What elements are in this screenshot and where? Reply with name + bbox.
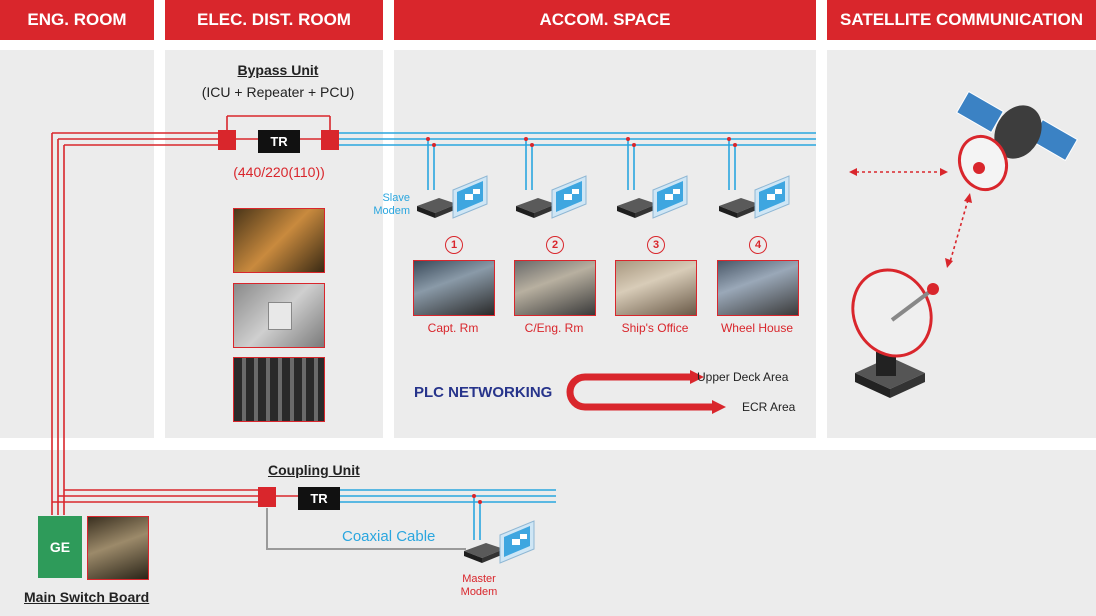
bypass-voltage: (440/220(110)) [214, 164, 344, 180]
room-number-1: 1 [445, 236, 463, 254]
room-photo-3 [615, 260, 697, 316]
plc-ecr-area: ECR Area [742, 400, 795, 414]
room-number-4: 4 [749, 236, 767, 254]
room-label-4: Wheel House [707, 321, 807, 335]
ge-box: GE [38, 516, 82, 578]
room-number-2: 2 [546, 236, 564, 254]
bypass-photo-1 [233, 208, 325, 273]
room-label-3: Ship's Office [605, 321, 705, 335]
bypass-photo-2 [233, 283, 325, 348]
satellite-icon [952, 92, 1077, 197]
plc-upper-deck: Upper Deck Area [697, 370, 788, 384]
room-photo-4 [717, 260, 799, 316]
bypass-tr-label: TR [258, 134, 300, 149]
room-label-2: C/Eng. Rm [504, 321, 604, 335]
bypass-subtitle: (ICU + Repeater + PCU) [185, 84, 371, 100]
arrow-ecr-head [712, 400, 726, 414]
slave-modem-label: Slave Modem [360, 192, 410, 218]
bypass-photo-3 [233, 357, 325, 422]
bypass-title: Bypass Unit [200, 62, 356, 78]
master-modem-label: Master Modem [449, 573, 509, 599]
room-number-3: 3 [647, 236, 665, 254]
satellite-link [856, 172, 968, 262]
coupling-title: Coupling Unit [268, 462, 360, 478]
room-label-1: Capt. Rm [403, 321, 503, 335]
bypass-block-left [218, 130, 236, 150]
room-photo-2 [514, 260, 596, 316]
room-photo-1 [413, 260, 495, 316]
msb-label: Main Switch Board [24, 589, 149, 605]
bypass-block-right [321, 130, 339, 150]
msb-photo [87, 516, 149, 580]
ground-dish-icon [839, 257, 945, 398]
coupling-block [258, 487, 276, 507]
plc-title: PLC NETWORKING [414, 384, 552, 401]
coaxial-cable-label: Coaxial Cable [342, 528, 435, 545]
coupling-tr-label: TR [298, 491, 340, 506]
